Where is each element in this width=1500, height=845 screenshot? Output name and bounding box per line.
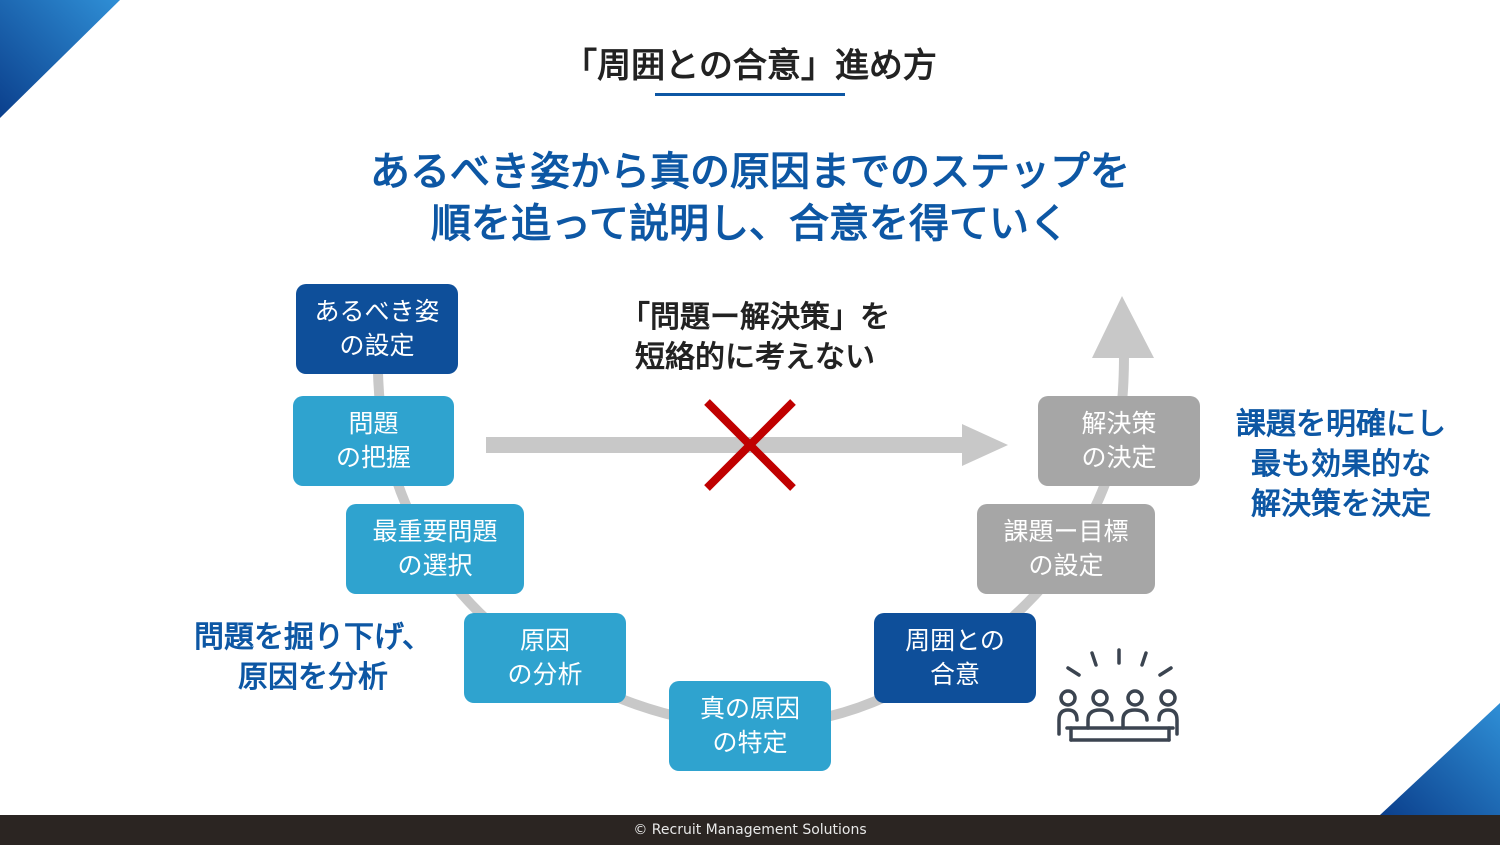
step-label-line-2: の把握 [335,443,411,472]
right-note: 課題を明確にし 最も効果的な 解決策を決定 [1212,405,1470,525]
step-label-line-1: 解決策 [1081,409,1157,438]
left-note: 問題を掘り下げ、 原因を分析 [168,618,458,698]
shortcut-note: 「問題ー解決策」を 短絡的に考えない [600,298,910,378]
step-label-line-2: 合意 [929,660,980,689]
step-key-problem-select: 最重要問題 の選択 [346,504,524,594]
step-label-line-2: の設定 [339,331,415,360]
arrow-right-icon [486,424,1008,466]
shortcut-note-line-2: 短絡的に考えない [635,340,875,375]
meeting-people-icon [1057,648,1179,742]
step-label-line-1: 周囲との [905,626,1005,655]
headline: あるべき姿から真の原因までのステップを 順を追って説明し、合意を得ていく [0,146,1500,250]
step-problem-grasp: 問題 の把握 [293,396,454,486]
step-label-line-2: の選択 [397,551,473,580]
right-note-line-2: 最も効果的な [1251,447,1431,482]
headline-line-1: あるべき姿から真の原因までのステップを [370,149,1130,195]
step-label-line-1: 問題 [348,409,399,438]
step-label-line-1: 真の原因 [699,694,800,723]
step-label-line-2: の特定 [712,728,788,757]
title-underline [655,93,845,96]
corner-decoration-top-left [0,0,120,118]
corner-decoration-bottom-right [1380,703,1500,815]
step-label-line-1: あるべき姿 [314,297,440,326]
step-label-line-1: 課題ー目標 [1003,517,1129,546]
step-label-line-2: の設定 [1028,551,1104,580]
step-issue-goal: 課題ー目標 の設定 [977,504,1155,594]
left-note-line-2: 原因を分析 [238,660,388,695]
arrow-up-icon [1092,296,1154,358]
step-label-line-2: の決定 [1081,443,1157,472]
right-note-line-1: 課題を明確にし [1236,407,1446,442]
step-ideal-state: あるべき姿 の設定 [296,284,458,374]
step-cause-analysis: 原因 の分析 [464,613,626,703]
step-root-cause: 真の原因 の特定 [669,681,831,771]
footer-copyright: © Recruit Management Solutions [0,815,1500,845]
step-solution-decision: 解決策 の決定 [1038,396,1200,486]
cross-mark-icon [704,399,796,491]
right-note-line-3: 解決策を決定 [1251,487,1431,522]
step-label-line-1: 原因 [519,626,570,655]
headline-line-2: 順を追って説明し、合意を得ていく [431,201,1069,247]
left-note-line-1: 問題を掘り下げ、 [194,620,432,655]
page-title: 「周囲との合意」進め方 [563,46,937,86]
shortcut-note-line-1: 「問題ー解決策」を [620,300,890,335]
step-consensus: 周囲との 合意 [874,613,1036,703]
step-label-line-2: の分析 [507,660,583,689]
step-label-line-1: 最重要問題 [372,517,498,546]
